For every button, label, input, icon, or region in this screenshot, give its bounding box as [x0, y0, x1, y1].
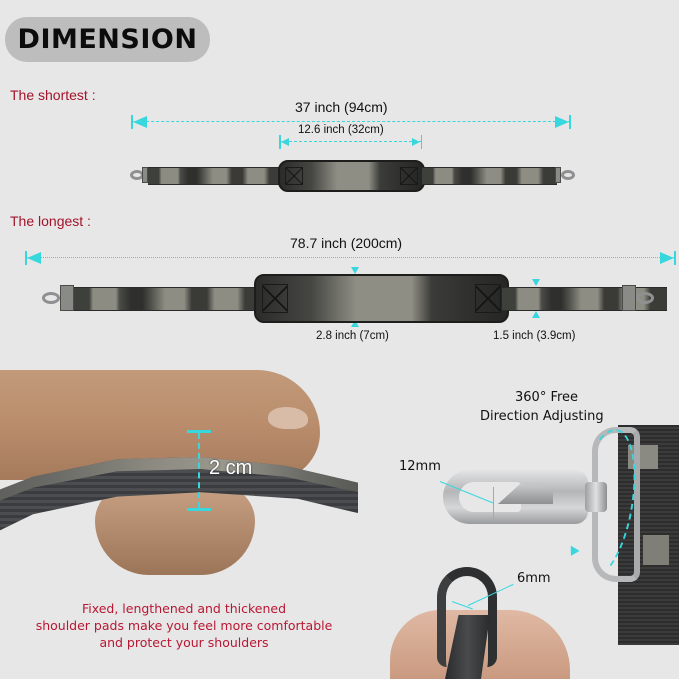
silver-snap-hook — [443, 470, 588, 524]
arrow-up-icon — [351, 320, 359, 327]
black-snap-hook — [437, 567, 497, 667]
pad-caption: Fixed, lengthened and thickened shoulder… — [35, 601, 333, 650]
shoulder-pad — [278, 160, 425, 192]
swivel-joint — [585, 482, 607, 512]
swivel-hook-icon — [561, 170, 575, 180]
strap-width-label: 1.5 inch (3.9cm) — [493, 330, 576, 342]
swivel-title-line1: 360° Free — [515, 390, 579, 405]
swivel-hook-icon — [636, 292, 654, 304]
shoulder-pad — [254, 274, 509, 323]
hook-opening-dimension — [493, 487, 494, 520]
longest-label: The longest : — [10, 213, 91, 229]
longest-total-dimension-line — [25, 251, 676, 265]
arrow-left-icon — [133, 116, 147, 128]
arrow-down-icon — [532, 279, 540, 286]
shortest-total-length: 37 inch (94cm) — [295, 99, 388, 115]
shortest-total-dimension-line — [131, 115, 571, 129]
shortest-pad-dimension-line — [279, 135, 422, 149]
longest-total-length: 78.7 inch (200cm) — [290, 235, 403, 251]
arrow-left-icon — [27, 252, 41, 264]
pad-width-label: 2.8 inch (7cm) — [316, 330, 389, 342]
arrow-right-icon — [555, 116, 569, 128]
strap-longest-image — [42, 270, 679, 325]
arrow-right-icon — [660, 252, 674, 264]
shortest-pad-length: 12.6 inch (32cm) — [298, 124, 384, 136]
strap-shortest-image — [130, 155, 575, 195]
small-hook-opening-label: 6mm — [517, 571, 551, 586]
swivel-hook-icon — [42, 292, 60, 304]
arrow-right-icon — [412, 138, 420, 146]
arrow-down-icon — [351, 267, 359, 274]
swivel-title-line2: Direction Adjusting — [480, 409, 604, 424]
webbing-strap — [618, 425, 679, 645]
arrow-left-icon — [281, 138, 289, 146]
hook-opening-label: 12mm — [399, 459, 441, 474]
shoulder-pad-thickness-photo: 2 cm — [0, 365, 358, 585]
thickness-label: 2 cm — [209, 457, 253, 479]
shortest-label: The shortest : — [10, 87, 96, 103]
page-title: DIMENSION — [17, 24, 198, 55]
title-badge: DIMENSION — [5, 17, 210, 62]
arrow-up-icon — [532, 311, 540, 318]
